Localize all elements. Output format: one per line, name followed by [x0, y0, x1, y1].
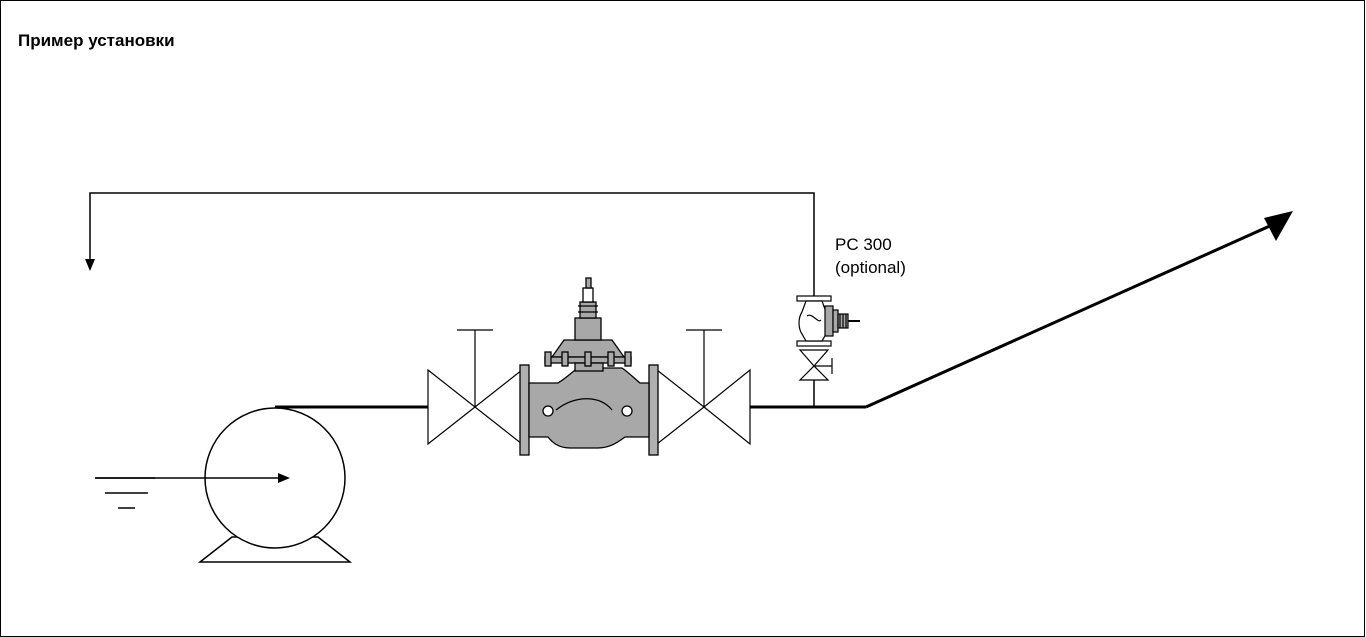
water-level-symbol	[95, 477, 155, 509]
main-pipe	[275, 223, 1273, 409]
diagram-title: Пример установки	[18, 31, 175, 50]
pc300-optional-label: (optional)	[835, 258, 906, 277]
pc300-label: PC 300	[835, 235, 892, 254]
isolating-valve-right-icon	[656, 329, 751, 446]
control-valve-icon	[519, 277, 659, 456]
pc300-valve-icon	[796, 295, 860, 407]
isolating-valve-left-icon	[427, 329, 523, 446]
flow-direction-arrow	[1264, 211, 1293, 241]
bypass-return-line	[85, 192, 815, 297]
pump-icon	[95, 407, 353, 563]
